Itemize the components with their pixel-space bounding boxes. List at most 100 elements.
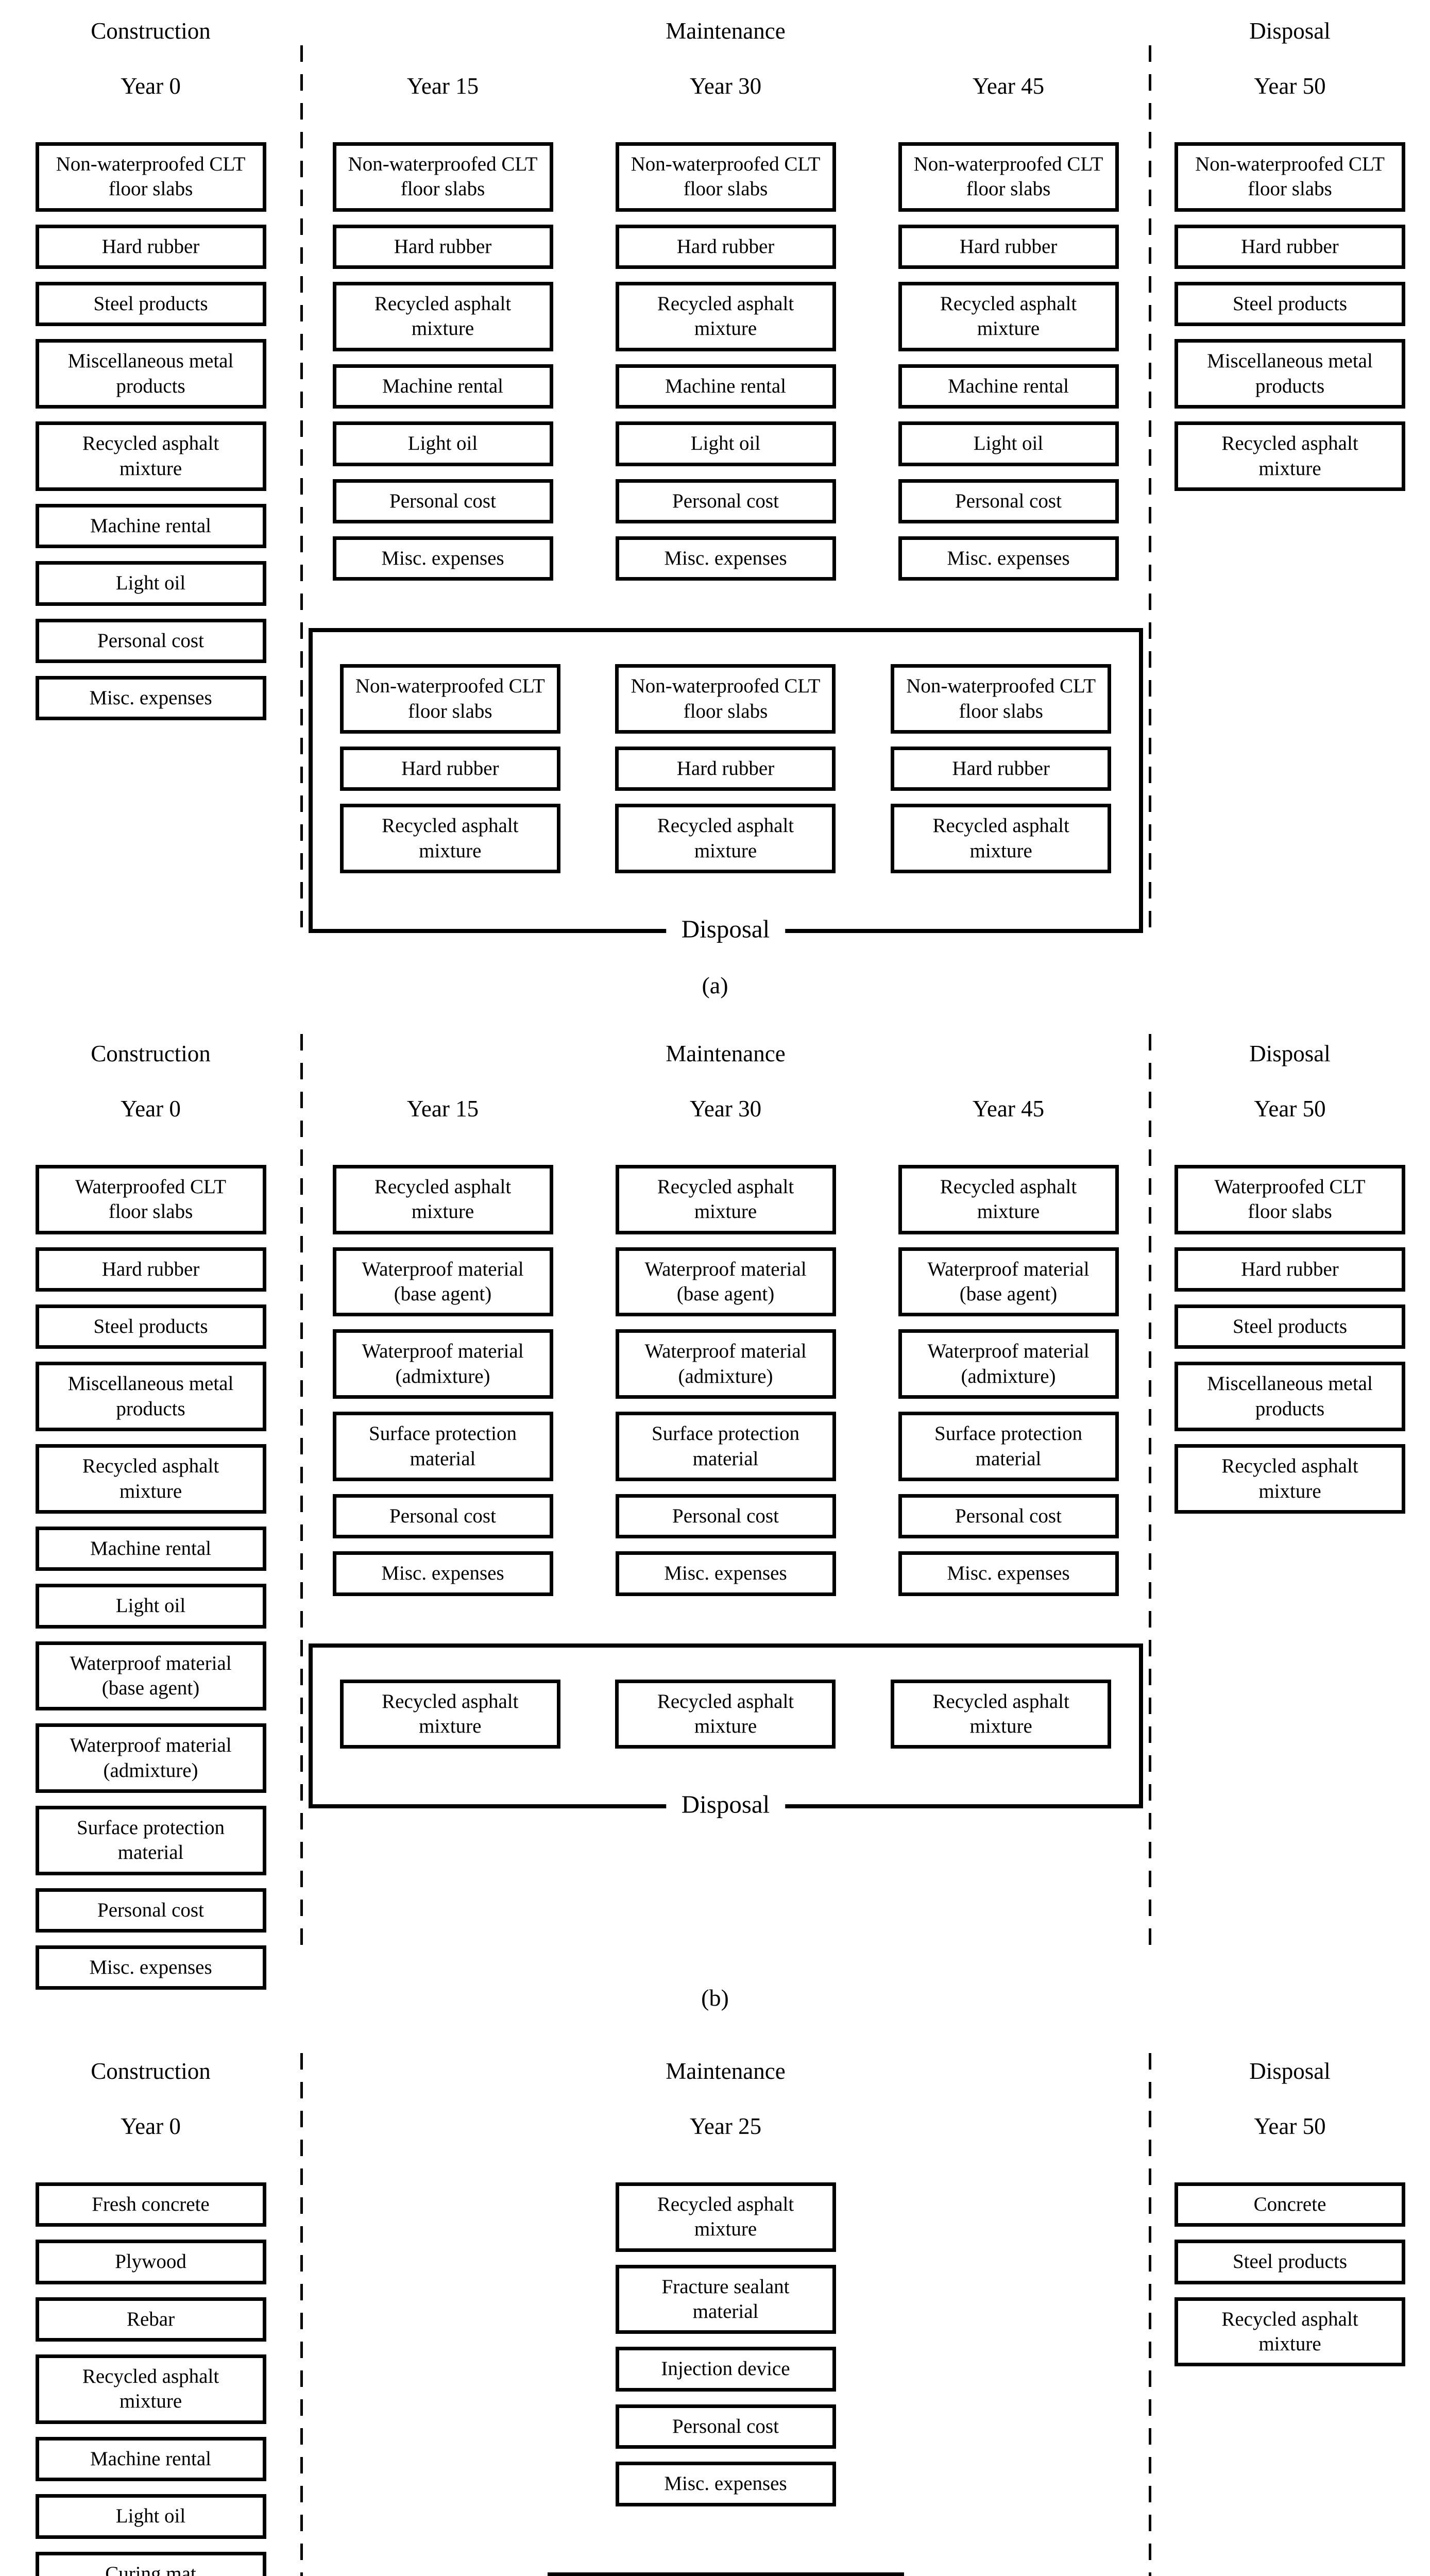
- cost-item-box: Recycled asphalt mixture: [35, 1444, 266, 1514]
- cost-item-box: Recycled asphalt mixture: [891, 804, 1112, 874]
- year-label: Year 0: [121, 2113, 181, 2139]
- cost-item-label: Personal cost: [389, 1504, 496, 1527]
- cost-item-label: Misc. expenses: [89, 1956, 212, 1979]
- cost-item-label: Recycled asphalt mixture: [374, 293, 512, 340]
- cost-item-box: Steel products: [35, 282, 266, 327]
- dashed-separator: [1149, 45, 1151, 938]
- cost-item-box: Personal cost: [35, 618, 266, 663]
- cost-item-label: Light oil: [115, 1595, 186, 1617]
- year-label: Year 15: [406, 1096, 479, 1122]
- cost-item-label: Recycled asphalt mixture: [1221, 2308, 1358, 2355]
- phase-label: Maintenance: [666, 18, 786, 44]
- cost-item-box: Surface protection material: [35, 1806, 266, 1875]
- cost-item-label: Miscellaneous metal products: [1207, 1372, 1373, 1420]
- cost-item-label: Steel products: [93, 1315, 208, 1338]
- cost-item-label: Steel products: [1232, 293, 1348, 315]
- cost-item-box: Concrete: [1174, 2182, 1405, 2227]
- dashed-separator: [300, 2053, 303, 2576]
- year-label: Year 50: [1254, 2113, 1326, 2139]
- cost-item-box: Machine rental: [35, 2436, 266, 2482]
- cost-item-label: Non-waterproofed CLT floor slabs: [56, 153, 246, 200]
- cost-item-label: Fresh concrete: [92, 2193, 210, 2215]
- cost-item-label: Non-waterproofed CLT floor slabs: [631, 153, 821, 200]
- cost-item-box: Recycled asphalt mixture: [615, 2182, 836, 2252]
- item-column: Recycled asphalt mixture: [863, 1679, 1139, 1749]
- year-row: Year 50: [1150, 2115, 1430, 2138]
- cost-item-label: Recycled asphalt mixture: [940, 1176, 1077, 1223]
- item-column: Recycled asphalt mixture: [588, 1679, 863, 1749]
- cost-item-label: Machine rental: [90, 514, 211, 537]
- disposal-group-label: Disposal: [666, 916, 786, 942]
- cost-item-label: Personal cost: [97, 1899, 204, 1921]
- cost-item-box: Machine rental: [332, 364, 553, 409]
- cost-item-label: Personal cost: [955, 1504, 1062, 1527]
- cost-item-label: Recycled asphalt mixture: [940, 293, 1077, 340]
- cost-item-box: Misc. expenses: [332, 1551, 553, 1596]
- cost-item-label: Waterproofed CLT floor slabs: [75, 1176, 227, 1223]
- cost-item-label: Steel products: [1232, 1315, 1348, 1338]
- cost-item-box: Surface protection material: [332, 1412, 553, 1481]
- cost-item-label: Curing mat: [105, 2562, 196, 2576]
- cost-item-box: Hard rubber: [1174, 1247, 1405, 1292]
- cost-item-box: Waterproofed CLT floor slabs: [35, 1165, 266, 1234]
- cost-item-box: Recycled asphalt mixture: [615, 282, 836, 351]
- cost-item-box: Fracture sealant material: [615, 2264, 836, 2334]
- year-label: Year 45: [972, 1096, 1045, 1122]
- cost-item-label: Waterproofed CLT floor slabs: [1214, 1176, 1366, 1223]
- cost-item-label: Recycled asphalt mixture: [82, 1455, 219, 1502]
- cost-item-box: Misc. expenses: [898, 1551, 1119, 1596]
- cost-item-box: Steel products: [35, 1304, 266, 1349]
- phase-label: Disposal: [1249, 18, 1331, 44]
- cost-item-label: Recycled asphalt mixture: [657, 815, 794, 862]
- cost-item-box: Waterproof material (base agent): [35, 1641, 266, 1711]
- dashed-separator: [300, 45, 303, 938]
- phase-label: Construction: [91, 18, 211, 44]
- cost-item-label: Non-waterproofed CLT floor slabs: [906, 675, 1096, 722]
- year-label: Year 30: [689, 73, 762, 99]
- year-label: Year 30: [689, 1096, 762, 1122]
- cost-item-label: Hard rubber: [676, 235, 775, 258]
- cost-item-box: Hard rubber: [35, 224, 266, 269]
- cost-item-box: Light oil: [35, 1584, 266, 1629]
- cost-item-box: Hard rubber: [332, 224, 553, 269]
- cost-item-box: Machine rental: [615, 364, 836, 409]
- cost-item-box: Miscellaneous metal products: [35, 1362, 266, 1432]
- cost-item-box: Recycled asphalt mixture: [898, 282, 1119, 351]
- cost-item-label: Non-waterproofed CLT floor slabs: [631, 675, 821, 722]
- year-row: Year 25: [301, 2115, 1150, 2138]
- cost-item-box: Light oil: [332, 421, 553, 466]
- phase-label: Disposal: [1249, 1041, 1331, 1066]
- cost-item-box: Hard rubber: [615, 224, 836, 269]
- cost-item-box: Personal cost: [615, 1494, 836, 1539]
- item-column: Recycled asphalt mixture: [313, 1679, 588, 1749]
- cost-item-label: Light oil: [690, 432, 761, 455]
- cost-item-label: Recycled asphalt mixture: [932, 1690, 1069, 1737]
- cost-item-box: Miscellaneous metal products: [1174, 339, 1405, 409]
- cost-item-label: Misc. expenses: [381, 547, 504, 569]
- cost-item-label: Recycled asphalt mixture: [374, 1176, 512, 1223]
- cost-item-box: Miscellaneous metal products: [1174, 1362, 1405, 1432]
- year-label: Year 45: [972, 73, 1045, 99]
- cost-item-label: Misc. expenses: [664, 2472, 787, 2495]
- cost-item-label: Machine rental: [90, 1537, 211, 1560]
